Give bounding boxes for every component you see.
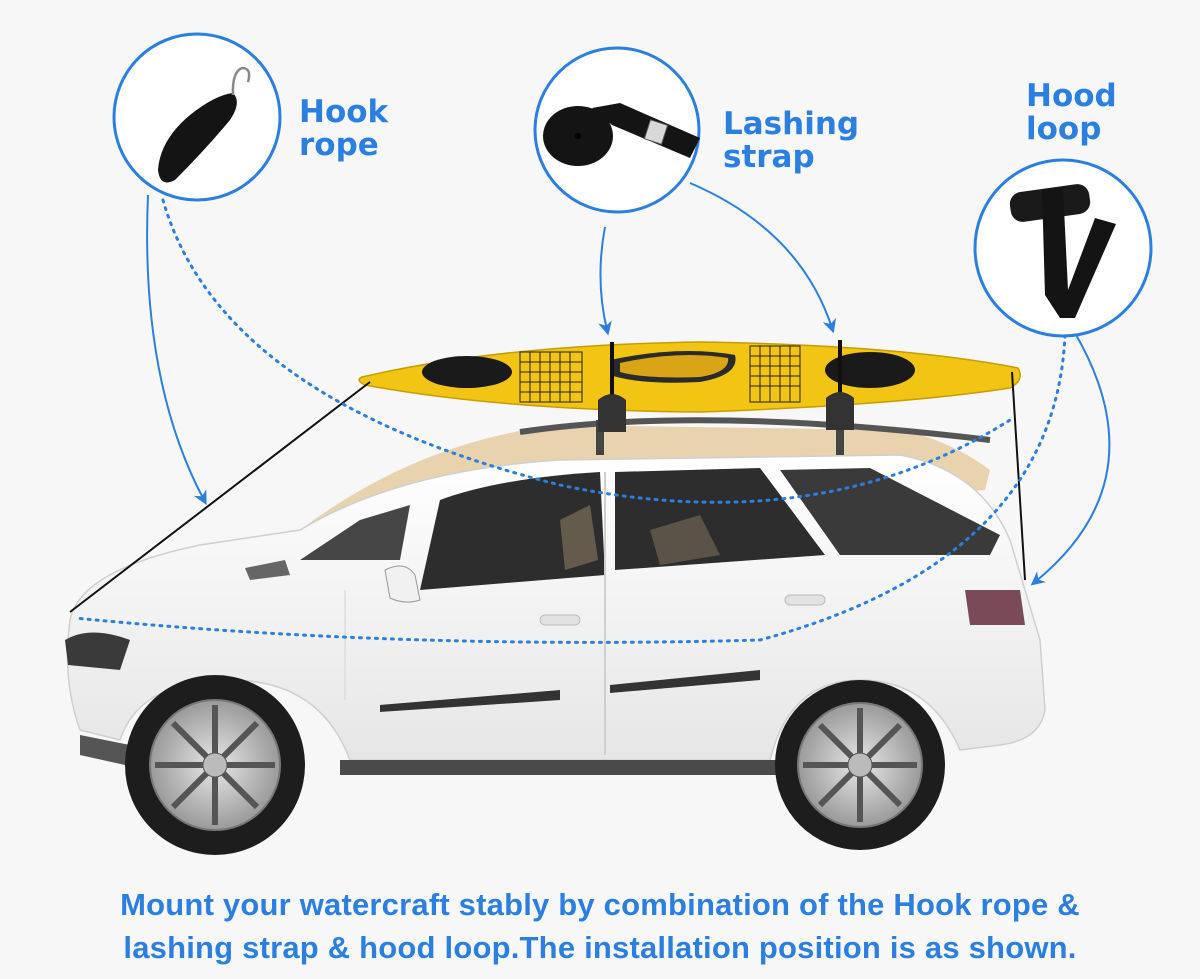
hood-loop-icon — [1009, 184, 1116, 318]
hook-rope-label: Hook rope — [299, 94, 389, 164]
lashing-strap-label: Lashing strap — [723, 106, 860, 176]
hood-loop-callout — [973, 158, 1153, 338]
lashing-strap-label-line1: Lashing — [723, 106, 860, 142]
lashing-strap-label-line2: strap — [723, 139, 815, 176]
lashing-strap-callout — [533, 46, 701, 214]
hood-loop-label-line2: loop — [1026, 111, 1102, 148]
hook-rope-icon — [158, 66, 251, 183]
suv-car-icon — [65, 417, 1046, 855]
caption: Mount your watercraft stably by combinat… — [0, 883, 1200, 969]
hook-rope-callout — [112, 32, 282, 202]
caption-line1: Mount your watercraft stably by combinat… — [120, 887, 1080, 922]
connector-lines — [73, 182, 1111, 644]
hood-loop-label-line1: Hood — [1026, 78, 1117, 114]
kayak-icon — [358, 340, 1021, 432]
hook-rope-label-line2: rope — [299, 127, 379, 164]
caption-line2: lashing strap & hood loop.The installati… — [123, 930, 1077, 965]
hood-loop-label: Hood loop — [1026, 78, 1117, 148]
hook-rope-label-line1: Hook — [299, 94, 389, 130]
lashing-strap-icon — [543, 103, 700, 166]
